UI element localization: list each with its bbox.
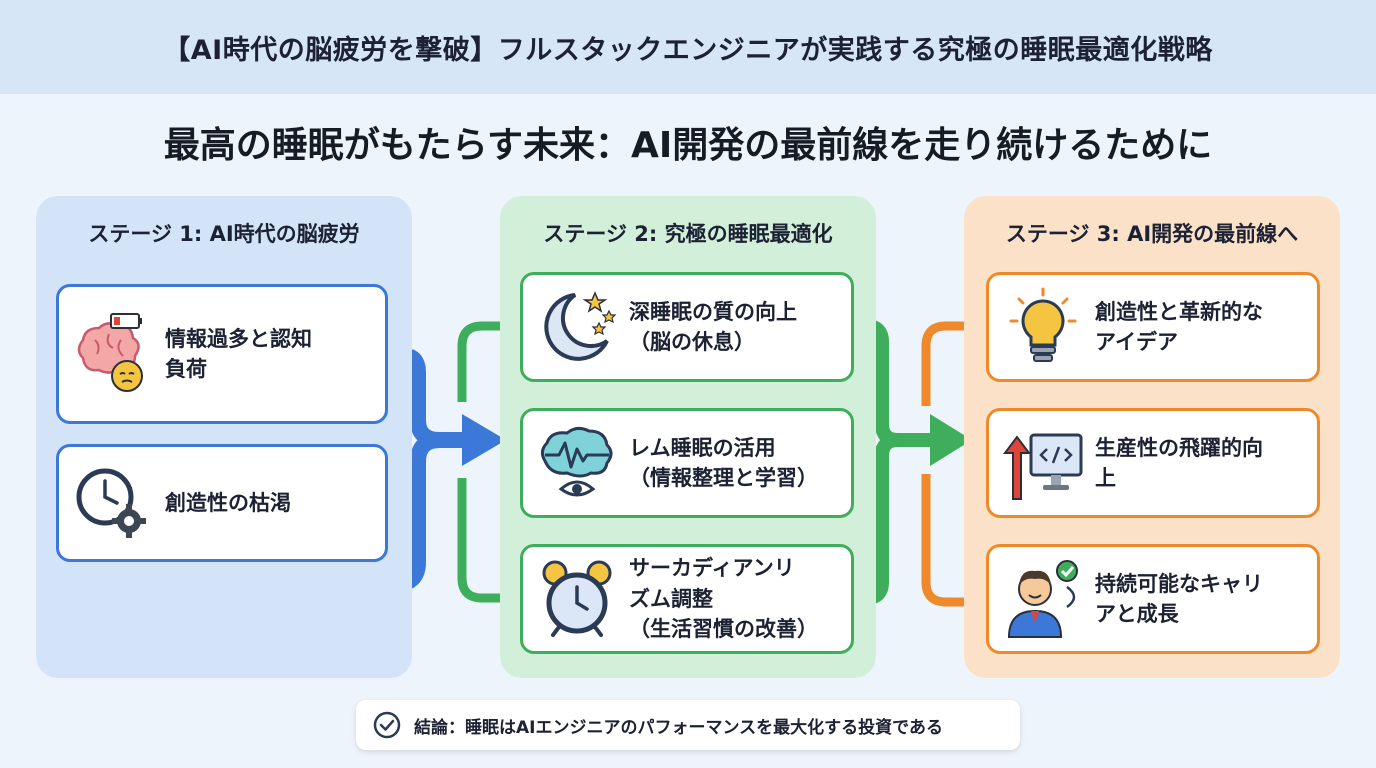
stage-1-card-creativity-depletion: 創造性の枯渇 <box>56 444 388 562</box>
stage-2-card-label: サーカディアンリ ズム調整 （生活習慣の改善） <box>629 556 818 642</box>
stage-3-title: ステージ 3: AI開発の最前線へ <box>1005 222 1299 246</box>
stage-2-title: ステージ 2: 究極の睡眠最適化 <box>543 222 833 246</box>
stage-3-card-label: 生産性の飛躍的向 上 <box>1095 435 1263 490</box>
stage-1-panel: ステージ 1: AI時代の脳疲労 <box>36 196 412 678</box>
title-banner: 【AI時代の脳疲労を撃破】フルスタックエンジニアが実践する究極の睡眠最適化戦略 <box>0 0 1376 94</box>
stage-2-card-label: 深睡眠の質の向上 （脳の休息） <box>629 299 797 354</box>
clock-gear-icon <box>76 468 146 538</box>
moon-stars-icon <box>544 291 617 361</box>
stage-1-card-label: 情報過多と認知 負荷 <box>165 326 312 381</box>
stage-3-card-career: 持続可能なキャリ アと成長 <box>986 544 1320 654</box>
alarm-clock-icon <box>542 560 612 637</box>
page-title: 【AI時代の脳疲労を撃破】フルスタックエンジニアが実践する究極の睡眠最適化戦略 <box>163 34 1213 66</box>
headline: 最高の睡眠がもたらす未来：AI開発の最前線を走り続けるために <box>163 125 1213 166</box>
check-circle-icon <box>373 711 401 739</box>
stage-2-card-label: レム睡眠の活用 （情報整理と学習） <box>629 435 818 490</box>
stage-3-card-productivity: 生産性の飛躍的向 上 <box>986 408 1320 518</box>
stage-3-card-label: 持続可能なキャリ アと成長 <box>1095 571 1263 626</box>
brain-battery-icon <box>77 313 143 392</box>
orange-branch-arrows <box>921 321 968 607</box>
lightbulb-icon <box>1009 287 1077 362</box>
stage-1-card-info-overload: 情報過多と認知 負荷 <box>56 284 388 424</box>
conclusion-box: 結論：睡眠はAIエンジニアのパフォーマンスを最大化する投資である <box>356 700 1020 750</box>
stage-2-card-rem-sleep: レム睡眠の活用 （情報整理と学習） <box>520 408 854 518</box>
monitor-code-arrow-icon <box>1003 433 1083 500</box>
brain-wave-eye-icon <box>540 426 613 497</box>
stage-3-card-label: 創造性と革新的な アイデア <box>1095 299 1263 354</box>
stage-2-card-circadian: サーカディアンリ ズム調整 （生活習慣の改善） <box>520 544 854 654</box>
stage-3-card-creativity: 創造性と革新的な アイデア <box>986 272 1320 382</box>
stage-1-title: ステージ 1: AI時代の脳疲労 <box>88 222 360 246</box>
stage-2-card-deep-sleep: 深睡眠の質の向上 （脳の休息） <box>520 272 854 382</box>
person-check-icon <box>1007 560 1078 638</box>
stage-1-card-label: 創造性の枯渇 <box>165 490 291 515</box>
conclusion-text: 結論：睡眠はAIエンジニアのパフォーマンスを最大化する投資である <box>414 717 943 738</box>
green-branch-arrows <box>457 321 504 603</box>
